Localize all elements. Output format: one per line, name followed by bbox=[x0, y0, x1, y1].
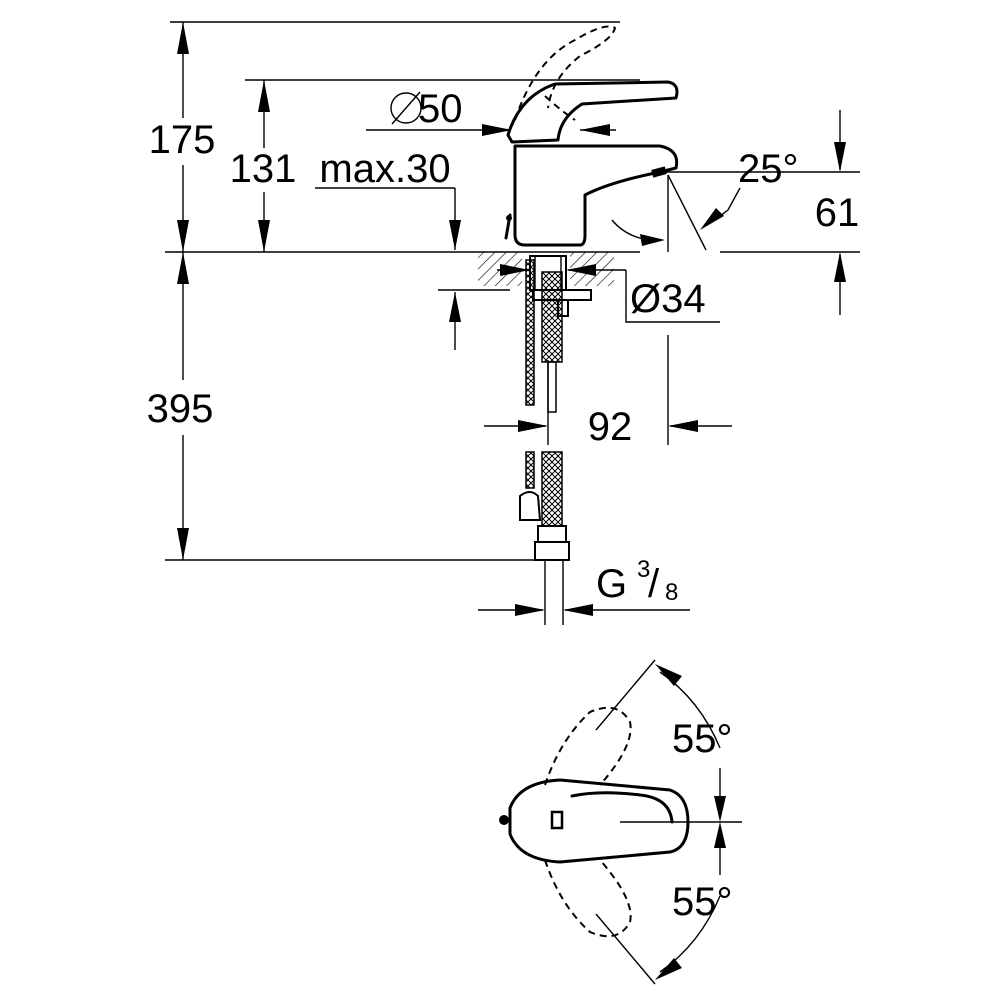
pivot-point bbox=[499, 815, 509, 825]
supply-hoses bbox=[519, 259, 570, 625]
side-view: 175 131 max.30 50 bbox=[147, 21, 860, 625]
faucet-spout bbox=[513, 144, 679, 247]
dim-395-label: 395 bbox=[147, 387, 214, 431]
dimension-61: 61 bbox=[815, 110, 860, 315]
dimension-angle-25: 25° bbox=[667, 147, 799, 252]
lever-handle bbox=[506, 80, 679, 144]
hose-right bbox=[541, 271, 563, 363]
dim-thread-letter: G bbox=[596, 562, 627, 606]
deck-mount: Ø34 bbox=[478, 252, 720, 323]
hose-connector bbox=[519, 491, 542, 521]
lever-ghost-left bbox=[544, 706, 632, 786]
dimension-395: 395 bbox=[147, 252, 214, 560]
dim-61-label: 61 bbox=[815, 191, 860, 235]
dim-131-label: 131 bbox=[230, 147, 297, 191]
temperature-mark bbox=[550, 810, 564, 830]
dimension-thread: G 3 / 8 bbox=[478, 556, 690, 616]
dim-thread-numerator: 3 bbox=[637, 556, 650, 583]
dim-50-label: 50 bbox=[418, 87, 463, 131]
dimension-175: 175 bbox=[149, 22, 216, 252]
dimension-131: 131 bbox=[230, 80, 297, 252]
top-view: 55° 55° bbox=[499, 659, 742, 985]
faucet-body bbox=[504, 25, 679, 247]
hose-left bbox=[525, 259, 535, 406]
dimension-max30: max.30 bbox=[315, 147, 510, 350]
dim-25-label: 25° bbox=[738, 147, 799, 191]
lever-ghost-right bbox=[544, 859, 632, 938]
lever-ghost bbox=[514, 25, 617, 121]
dim-175-label: 175 bbox=[149, 118, 216, 162]
dimension-92: 92 bbox=[484, 335, 732, 449]
dim-thread-denominator: 8 bbox=[665, 579, 678, 606]
svg-text:/: / bbox=[648, 562, 660, 606]
rotation-line-right bbox=[595, 913, 656, 985]
dimension-diameter-50: 50 bbox=[366, 87, 616, 136]
aerator bbox=[651, 166, 667, 178]
diameter-symbol bbox=[390, 92, 422, 124]
dim-34-label: Ø34 bbox=[630, 277, 706, 321]
rotation-line-left bbox=[595, 659, 656, 731]
dim-92-label: 92 bbox=[588, 405, 633, 449]
hose-nut bbox=[537, 525, 567, 543]
angle-55-bottom-label: 55° bbox=[672, 880, 733, 924]
dim-max30-label: max.30 bbox=[319, 147, 450, 191]
angle-55-top-label: 55° bbox=[672, 717, 733, 761]
